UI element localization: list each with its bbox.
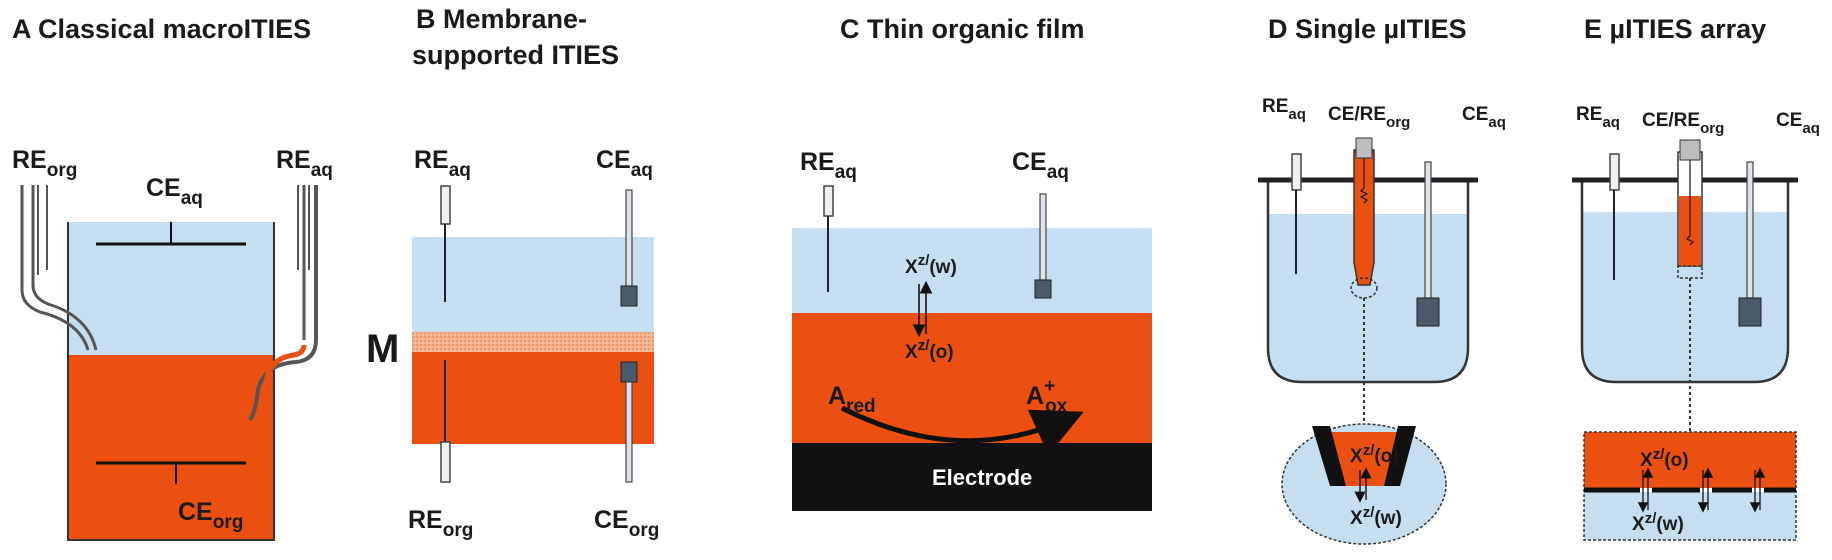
panel-d: D Single µITIES Xz/(o) Xz/(w) REaq CE/RE…	[1258, 14, 1506, 545]
panel-e-re-aq-label: REaq	[1576, 104, 1620, 131]
panel-e-x-o-label: Xz/(o)	[1640, 446, 1689, 471]
panel-e-zoom-frame	[1583, 431, 1797, 541]
panel-c-electrode	[792, 443, 1152, 511]
panel-c-ce-aq-label: CEaq	[1012, 148, 1069, 183]
panel-d-ce-aq-block	[1416, 297, 1440, 327]
panel-a-title: A Classical macroITIES	[12, 14, 311, 44]
panel-d-zoom-wall-left	[1312, 426, 1346, 486]
panel-b-re-org-body	[440, 441, 451, 483]
panel-b-ce-org-block	[620, 361, 638, 383]
panel-c-a-red-label: Ared	[828, 382, 876, 417]
panel-b-membrane-label: M	[366, 327, 399, 371]
panel-e-array-wire	[1685, 160, 1695, 246]
panel-a-re-org-label: REorg	[12, 146, 77, 181]
panel-d-pipette-cap	[1355, 137, 1373, 159]
panel-e-ce-aq-block	[1738, 297, 1762, 327]
panel-e-ce-aq-label: CEaq	[1776, 110, 1820, 137]
panel-d-ce-aq-label: CEaq	[1462, 104, 1506, 131]
panel-b-aqueous-phase	[412, 237, 654, 332]
panel-c: C Thin organic film Electrode Xz/(w) Xz/…	[792, 14, 1152, 511]
panel-b-ce-org-rod	[625, 381, 633, 483]
panel-b-ce-org-label: CEorg	[594, 506, 659, 541]
panel-a-re-org-capillary	[20, 185, 90, 351]
panel-a-re-aq-organic-fill	[259, 344, 307, 403]
panel-c-organic-film	[792, 313, 1152, 443]
panel-b-re-aq-label: REaq	[414, 146, 471, 181]
panel-d-re-aq-body	[1291, 153, 1302, 191]
panel-d-ce-aq-rod	[1424, 161, 1432, 299]
panel-e-vessel-solution	[1582, 212, 1788, 382]
panel-a-re-org-capillary-inner	[31, 185, 98, 351]
panel-e-array-cap	[1679, 139, 1701, 161]
panel-d-re-aq-label: REaq	[1262, 96, 1306, 123]
panel-c-x-o-label: Xz/(o)	[905, 337, 954, 363]
panel-e-re-aq-body	[1609, 153, 1620, 191]
panel-a-re-aq-label: REaq	[276, 146, 333, 181]
panel-c-a-ox-label: A+ox	[1026, 376, 1068, 417]
panel-d-x-o-label: Xz/(o)	[1350, 442, 1399, 467]
panel-b-ce-aq-block	[620, 285, 638, 307]
panel-c-title: C Thin organic film	[840, 14, 1085, 44]
panel-d-vessel-solution	[1268, 214, 1468, 382]
panel-e-vessel	[1580, 180, 1790, 384]
panel-b: B Membrane- supported ITIES M REaq CEaq …	[366, 4, 659, 541]
panel-e-zoom-organic	[1584, 432, 1796, 488]
panel-c-ce-aq-block	[1034, 279, 1052, 299]
panel-d-x-w-label: Xz/(w)	[1350, 504, 1402, 529]
panel-b-organic-phase	[412, 352, 654, 444]
panel-c-x-w-label: Xz/(w)	[905, 252, 957, 278]
panel-e-x-w-label: Xz/(w)	[1632, 510, 1684, 535]
panel-c-re-aq-body	[823, 185, 834, 217]
panel-a-beaker	[67, 222, 275, 541]
panel-c-ce-aq-rod	[1039, 193, 1047, 281]
panel-d-zoom-wall-right	[1384, 426, 1416, 486]
panel-c-electrode-label: Electrode	[932, 465, 1032, 490]
panel-d-pipette-wire	[1359, 158, 1369, 204]
panel-e-transfer-arrows	[1637, 467, 1766, 513]
panel-b-re-org-label: REorg	[408, 506, 473, 541]
panel-d-tip-circle	[1350, 277, 1378, 299]
panel-e-ce-aq-rod	[1746, 161, 1754, 299]
panel-a-ce-org-label: CEorg	[178, 498, 243, 533]
panel-d-ce-re-org-label: CE/REorg	[1328, 104, 1410, 131]
panel-b-membrane	[412, 332, 654, 352]
panel-b-ce-aq-label: CEaq	[596, 146, 653, 181]
panel-b-ce-aq-rod	[625, 189, 633, 287]
panel-b-title-line1: B Membrane-	[416, 4, 587, 34]
panel-e-ce-re-org-label: CE/REorg	[1642, 110, 1724, 137]
panel-b-re-aq-body	[440, 185, 451, 225]
panel-a: A Classical macroITIES REorg REaq CEaq C…	[12, 14, 333, 541]
panel-b-title-line2: supported ITIES	[412, 40, 619, 70]
panel-d-micropipette	[1353, 149, 1375, 286]
panel-a-organic-phase	[68, 355, 274, 540]
panel-e-title: E µITIES array	[1584, 14, 1766, 44]
panel-d-vessel	[1266, 180, 1470, 384]
panel-c-aqueous-phase	[792, 228, 1152, 313]
panel-e: E µITIES array	[1572, 14, 1820, 541]
panel-d-title: D Single µITIES	[1268, 14, 1467, 44]
panel-c-re-aq-label: REaq	[800, 148, 857, 183]
panel-c-redox-arrow	[840, 405, 1084, 456]
panel-a-ce-aq-label: CEaq	[146, 174, 203, 209]
panel-e-zoom-aqueous	[1584, 492, 1796, 540]
